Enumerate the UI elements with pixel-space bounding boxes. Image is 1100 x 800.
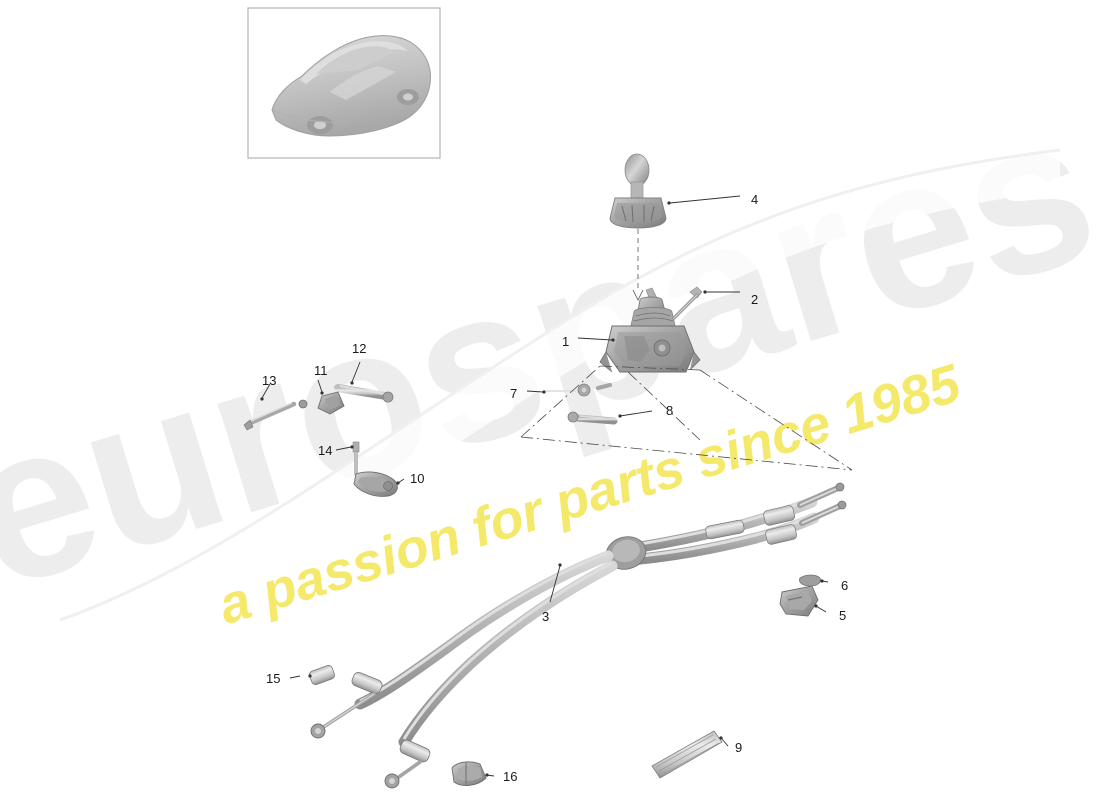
callout-label-text: 4 xyxy=(751,192,759,207)
part-cable-bracket xyxy=(779,585,827,617)
callout-label-text: 6 xyxy=(841,578,849,593)
callout-13: 13 xyxy=(262,373,276,388)
part-shift-cable-assembly xyxy=(354,482,847,748)
part-shift-rod xyxy=(334,361,394,403)
part-gear-shift-knob xyxy=(609,153,667,301)
part-protective-sleeve xyxy=(651,730,729,779)
part-retaining-clip xyxy=(799,574,829,587)
watermark-swoosh-edge xyxy=(59,148,1061,622)
callout-label-text: 11 xyxy=(314,363,328,378)
callout-15: 15 xyxy=(266,671,280,686)
callout-11: 11 xyxy=(314,363,328,378)
part-selector-lever xyxy=(353,471,405,497)
part-screw-bolt xyxy=(672,286,740,320)
part-cable-clip xyxy=(451,761,495,786)
callout-6: 6 xyxy=(841,578,848,593)
callout-4: 4 xyxy=(751,192,758,207)
callout-5: 5 xyxy=(839,608,846,623)
callout-label-text: 16 xyxy=(503,769,518,784)
callout-label-text: 9 xyxy=(735,740,743,755)
callout-label-text: 8 xyxy=(666,403,674,418)
part-connecting-pin-left xyxy=(526,383,612,397)
vehicle-thumbnail-group xyxy=(247,7,441,159)
callout-3: 3 xyxy=(542,609,549,624)
watermark-swoosh xyxy=(60,150,1060,660)
callout-7: 7 xyxy=(510,386,517,401)
callout-label-text: 13 xyxy=(262,373,277,388)
callout-label-text: 1 xyxy=(562,334,570,349)
callout-1: 1 xyxy=(562,334,569,349)
part-connecting-pin-right xyxy=(567,410,653,425)
mounting-plane-guides xyxy=(520,365,853,471)
callout-16: 16 xyxy=(503,769,517,784)
callout-label-text: 3 xyxy=(542,609,550,624)
callout-12: 12 xyxy=(352,341,366,356)
callout-label-text: 15 xyxy=(266,671,281,686)
part-shift-mechanism-housing xyxy=(577,287,701,373)
callout-14: 14 xyxy=(318,443,332,458)
part-cable-end-fitting xyxy=(289,665,431,789)
part-bracket-clamp xyxy=(298,379,345,415)
part-small-bolt xyxy=(335,441,360,476)
callout-label-text: 12 xyxy=(352,341,367,356)
callout-label-text: 2 xyxy=(751,292,759,307)
callout-label-text: 10 xyxy=(410,471,425,486)
callout-label-text: 5 xyxy=(839,608,847,623)
callout-10: 10 xyxy=(410,471,424,486)
callout-label-text: 7 xyxy=(510,386,518,401)
car-illustration xyxy=(271,35,431,137)
callout-8: 8 xyxy=(666,403,673,418)
callout-9: 9 xyxy=(735,740,742,755)
callout-2: 2 xyxy=(751,292,758,307)
part-pin-fastener xyxy=(243,383,297,431)
callout-label-text: 14 xyxy=(318,443,333,458)
